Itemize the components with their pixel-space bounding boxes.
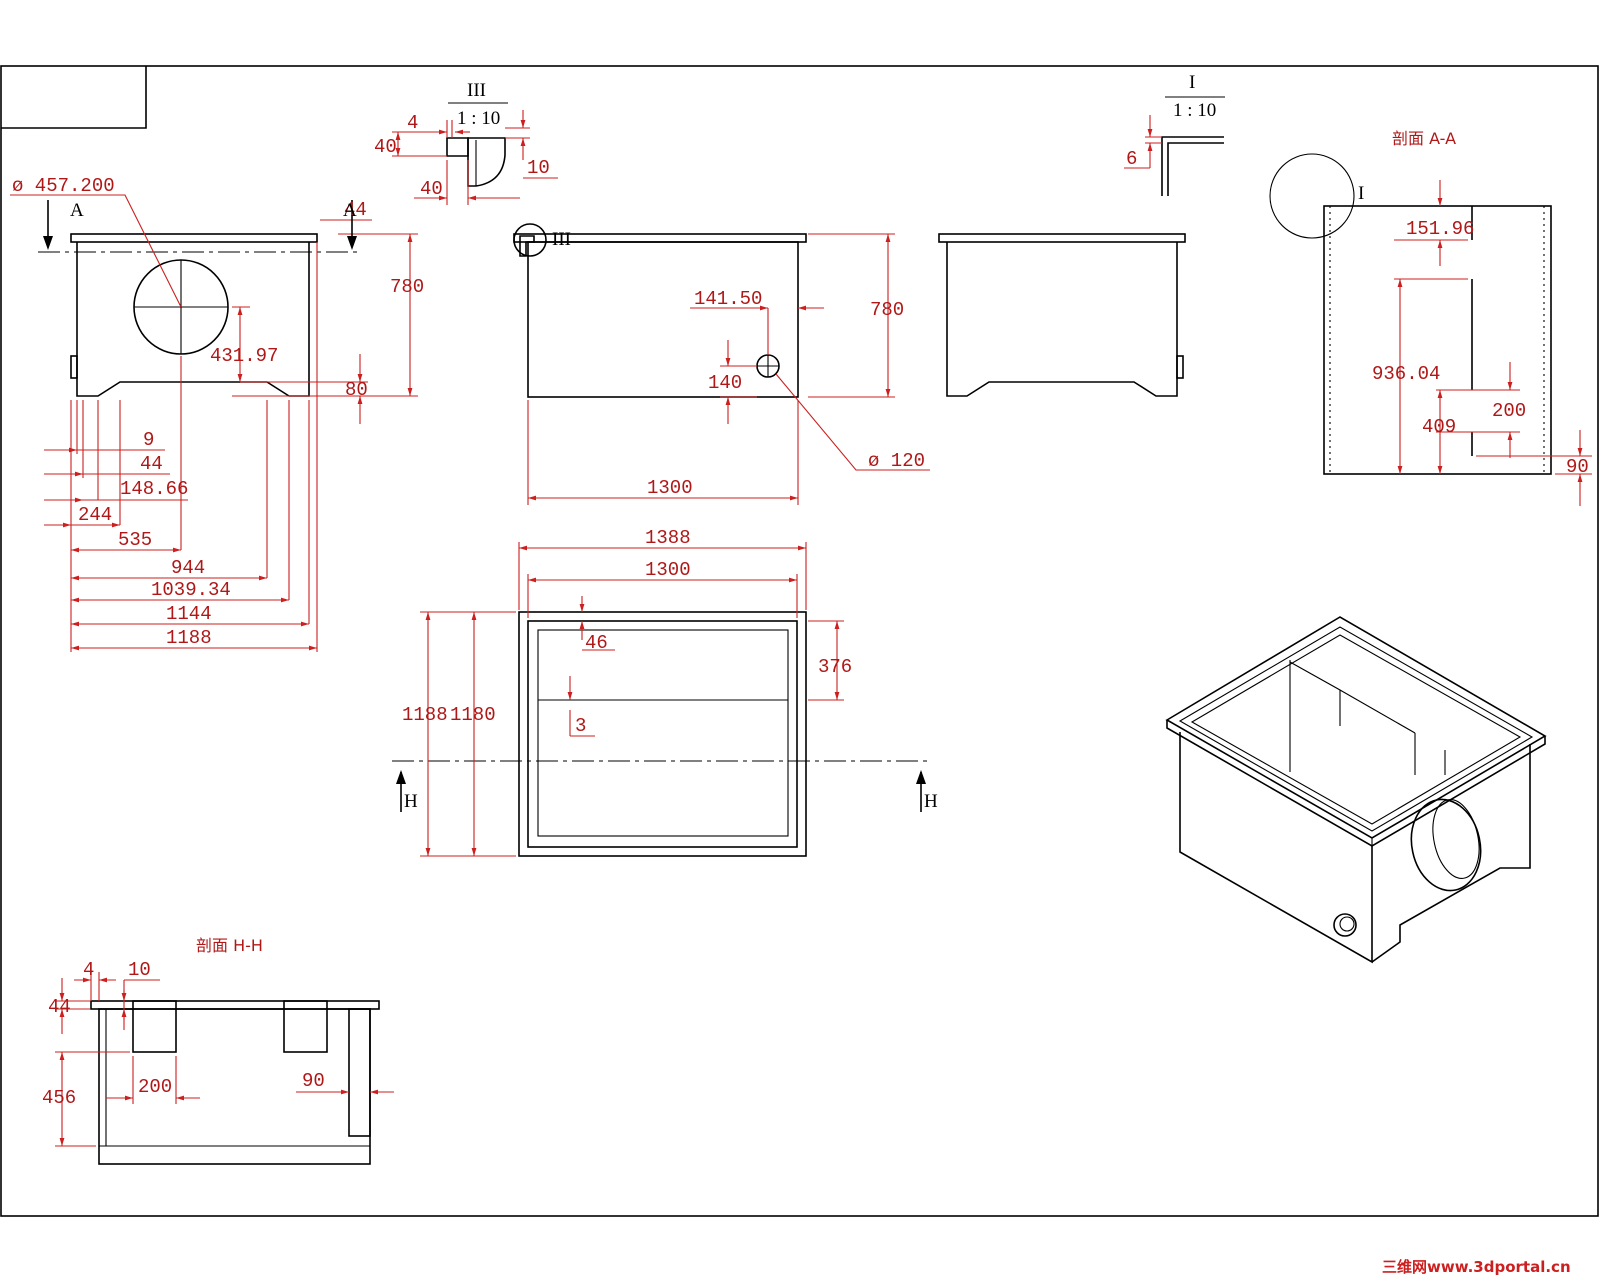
cut-label-h-right: H — [924, 791, 938, 812]
detail-i-title: I — [1189, 72, 1195, 93]
section-h-h: 剖面 H-H 4 10 44 456 200 90 — [42, 936, 394, 1165]
dim-sech-4: 4 — [83, 959, 94, 981]
front-view-labels: ø 457.200 44 780 431.97 80 9 44 148.66 2… — [12, 175, 424, 649]
dim-seca-200: 200 — [1492, 400, 1526, 422]
dim-side-1300: 1300 — [647, 477, 693, 499]
dim-front-diameter: ø 457.200 — [12, 175, 115, 197]
dim-seca-90: 90 — [1566, 456, 1589, 478]
dim-front-780: 780 — [390, 276, 424, 298]
dim-top-376: 376 — [818, 656, 852, 678]
dim-seca-151-96: 151.96 — [1406, 218, 1474, 240]
dim-detail3-40-top: 40 — [374, 136, 397, 158]
dim-front-244: 244 — [78, 504, 112, 526]
dim-front-944: 944 — [171, 557, 205, 579]
dim-front-44-top: 44 — [344, 199, 367, 221]
dim-top-1180: 1180 — [450, 704, 496, 726]
dim-front-9: 9 — [143, 429, 154, 451]
section-h-title: 剖面 H-H — [196, 936, 263, 955]
dim-side-140: 140 — [708, 372, 742, 394]
cut-label-h-left: H — [404, 791, 418, 812]
dim-front-431-97: 431.97 — [210, 345, 278, 367]
dim-side-diameter-120: ø 120 — [868, 450, 925, 472]
detail-iii-scale: 1 : 10 — [457, 108, 500, 129]
dim-front-1188: 1188 — [166, 627, 212, 649]
dim-detail3-4: 4 — [407, 112, 418, 134]
dim-top-1188: 1188 — [402, 704, 448, 726]
side-view-labels: III 141.50 780 140 ø 120 1300 — [552, 229, 925, 499]
dim-sech-90: 90 — [302, 1070, 325, 1092]
dim-top-1388: 1388 — [645, 527, 691, 549]
dim-seca-409: 409 — [1422, 416, 1456, 438]
dim-sech-44: 44 — [48, 996, 71, 1018]
detail-iii-title: III — [467, 80, 486, 101]
cut-marks-a — [43, 200, 357, 250]
section-a-a: 剖面 A-A I 151.96 936.04 200 409 90 — [1269, 129, 1592, 506]
detail-ref-1: I — [1358, 183, 1364, 204]
cut-label-a-left: A — [70, 200, 84, 221]
dim-front-148-66: 148.66 — [120, 478, 188, 500]
dim-detail3-40-bottom: 40 — [420, 178, 443, 200]
dim-front-80: 80 — [345, 379, 368, 401]
cut-label-a-right: A — [343, 200, 357, 221]
dim-seca-936-04: 936.04 — [1372, 363, 1440, 385]
front-view — [38, 233, 360, 397]
section-a-title: 剖面 A-A — [1392, 129, 1456, 148]
detail-i-scale: 1 : 10 — [1173, 100, 1216, 121]
watermark-text: 三维网www.3dportal.cn — [1382, 1258, 1571, 1276]
dim-top-1300: 1300 — [645, 559, 691, 581]
side-view-dimensions — [527, 233, 930, 505]
dim-detail1-6: 6 — [1126, 148, 1137, 170]
top-view-dimensions — [420, 542, 844, 857]
dim-side-780: 780 — [870, 299, 904, 321]
dim-sech-456: 456 — [42, 1087, 76, 1109]
top-view — [392, 611, 930, 857]
dim-front-1144: 1144 — [166, 603, 212, 625]
front-view-dimensions — [10, 194, 418, 652]
dim-sech-10: 10 — [128, 959, 151, 981]
dim-detail3-10: 10 — [527, 157, 550, 179]
isometric-view — [1165, 616, 1547, 964]
dim-front-535: 535 — [118, 529, 152, 551]
detail-iii: III 1 : 10 4 40 10 40 — [374, 80, 558, 205]
end-view — [938, 233, 1186, 397]
dim-front-1039-34: 1039.34 — [151, 579, 231, 601]
detail-ref-3: III — [552, 229, 571, 250]
top-view-labels: 1388 1300 46 376 3 1188 1180 H H — [402, 527, 938, 812]
sheet-frame — [0, 65, 1599, 1217]
dim-top-46: 46 — [585, 632, 608, 654]
dim-sech-200: 200 — [138, 1076, 172, 1098]
dim-front-44: 44 — [140, 453, 163, 475]
dim-top-3: 3 — [575, 715, 586, 737]
side-view — [513, 223, 807, 398]
dim-side-141-50: 141.50 — [694, 288, 762, 310]
cut-marks-h — [396, 770, 926, 812]
detail-i: I 1 : 10 6 — [1124, 72, 1225, 196]
